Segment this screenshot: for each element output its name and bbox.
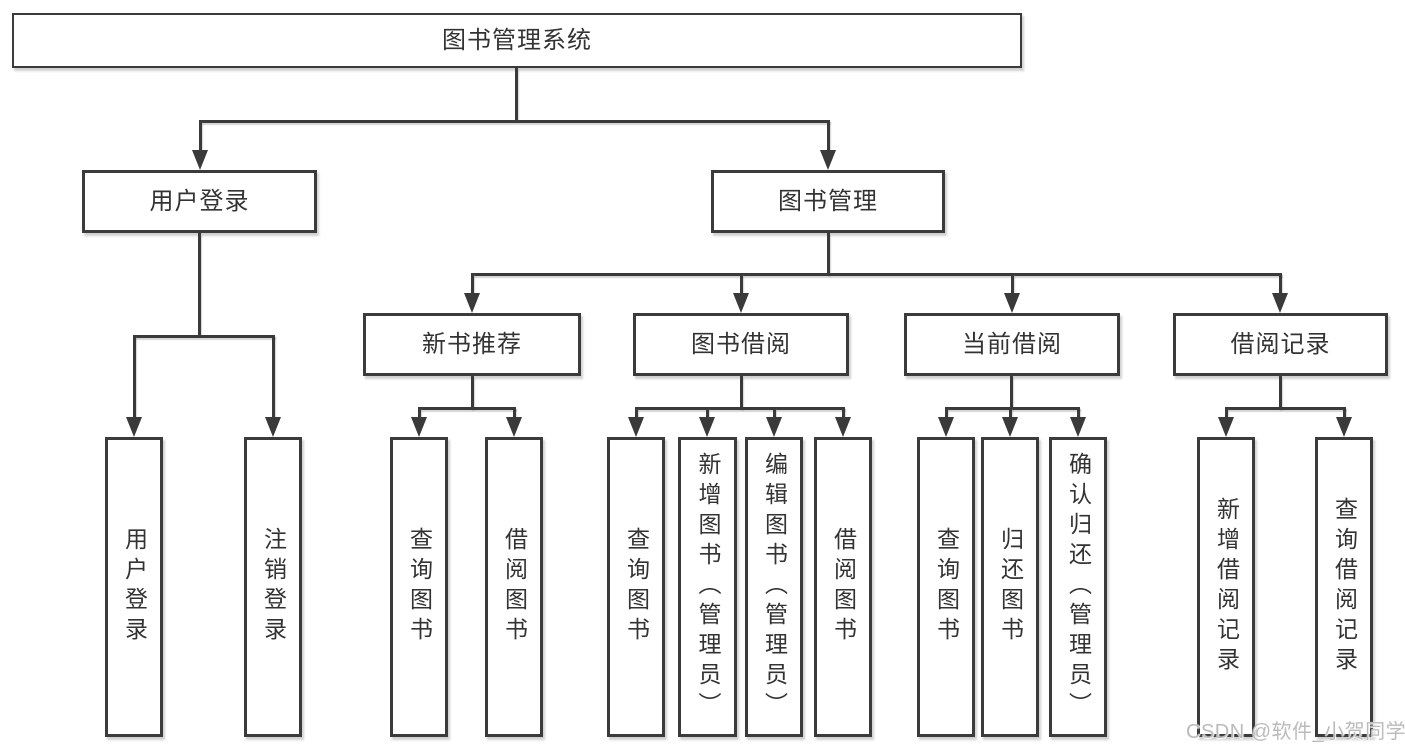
connector-line [418,407,516,410]
arrow-down-icon [835,417,851,437]
node-label: 新增借阅记录 [1213,497,1240,677]
arrow-down-icon [628,417,644,437]
node-label: 归还图书 [997,527,1024,647]
arrow-down-icon [733,293,749,313]
arrow-down-icon [506,417,522,437]
arrow-down-icon [820,150,836,170]
leaf-borrow-books-1: 借阅图书 [485,437,543,737]
connector-line [740,376,743,409]
leaf-confirm-return-admin: 确认归还（管理员） [1049,437,1107,737]
connector-line [471,273,1282,276]
node-new-book-recommend: 新书推荐 [363,313,581,376]
node-label: 查询借阅记录 [1331,497,1358,677]
leaf-query-books-2: 查询图书 [607,437,665,737]
arrow-down-icon [1004,293,1020,313]
connector-line [198,120,202,152]
arrow-down-icon [938,417,954,437]
node-label: 用户登录 [149,187,250,215]
connector-line [635,407,845,410]
csdn-watermark: CSDN @软件_小贺同学 [1186,721,1405,743]
connector-line [1008,407,1012,419]
leaf-return-book: 归还图书 [981,437,1039,737]
leaf-query-borrow-record: 查询借阅记录 [1315,437,1373,737]
arrow-down-icon [1002,417,1018,437]
arrow-down-icon [464,293,480,313]
connector-line [1225,407,1346,410]
node-label: 编辑图书（管理员） [761,452,788,722]
connector-line [944,407,948,419]
connector-line [739,273,743,295]
connector-line [512,407,516,419]
arrow-down-icon [265,417,281,437]
connector-line [515,68,518,121]
node-label: 图书管理 [778,187,878,215]
node-label: 新书推荐 [422,330,522,358]
connector-line [471,376,474,409]
arrow-down-icon [192,150,208,170]
node-book-management: 图书管理 [711,170,945,233]
leaf-query-books-1: 查询图书 [390,437,448,737]
leaf-add-borrow-record: 新增借阅记录 [1197,437,1255,737]
connector-line [1010,273,1014,295]
node-label: 图书借阅 [691,330,791,358]
connector-line [772,407,776,419]
leaf-query-books-3: 查询图书 [917,437,975,737]
node-current-borrowing: 当前借阅 [904,313,1120,376]
arrow-down-icon [126,417,142,437]
connector-line [841,407,845,419]
connector-line [634,407,638,419]
node-label: 查询图书 [406,527,433,647]
leaf-logout: 注销登录 [244,437,302,737]
arrow-down-icon [1070,417,1086,437]
connector-line [1342,407,1346,419]
arrow-down-icon [411,417,427,437]
connector-line [827,233,830,275]
arrow-down-icon [699,417,715,437]
connector-line [1278,273,1282,295]
connector-line [1224,407,1228,419]
node-label: 用户登录 [121,527,148,647]
node-label: 借阅图书 [501,527,528,647]
connector-line [133,335,275,338]
connector-line [198,233,201,336]
connector-line [470,273,474,295]
node-book-borrowing: 图书借阅 [633,313,849,376]
connector-line [199,120,830,123]
connector-line [1076,407,1080,419]
node-label: 图书管理系统 [442,26,592,54]
connector-line [132,335,136,419]
node-label: 当前借阅 [962,330,1062,358]
node-label: 借阅记录 [1230,330,1331,358]
arrow-down-icon [1272,293,1288,313]
connector-line [705,407,709,419]
node-library-system: 图书管理系统 [12,13,1022,68]
leaf-borrow-books-2: 借阅图书 [814,437,872,737]
node-label: 借阅图书 [830,527,857,647]
connector-line [417,407,421,419]
node-user-login: 用户登录 [82,170,317,233]
arrow-down-icon [1218,417,1234,437]
connector-line [1279,376,1282,409]
node-label: 新增图书（管理员） [695,452,721,722]
connector-line [826,120,830,152]
node-label: 注销登录 [260,527,287,647]
leaf-add-book-admin: 新增图书（管理员） [678,437,737,737]
arrow-down-icon [766,417,782,437]
arrow-down-icon [1336,417,1352,437]
node-borrowing-records: 借阅记录 [1173,313,1388,376]
leaf-edit-book-admin: 编辑图书（管理员） [745,437,803,737]
leaf-user-login: 用户登录 [105,437,163,737]
connector-line [271,335,275,419]
connector-line [1010,376,1013,409]
connector-line [945,407,1080,410]
node-label: 查询图书 [623,527,650,647]
node-label: 查询图书 [933,527,960,647]
node-label: 确认归还（管理员） [1065,452,1092,722]
